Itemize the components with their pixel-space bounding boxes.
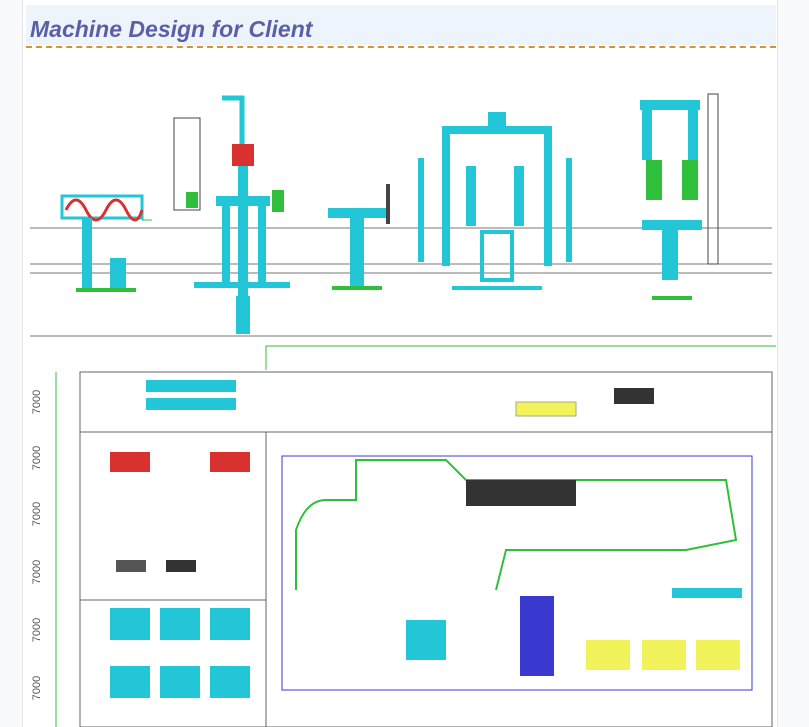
press-machine xyxy=(418,112,572,290)
screw-conveyor-machine xyxy=(60,194,152,292)
factory-floorplan-drawing: 7000 7000 7000 7000 7000 7000 xyxy=(26,340,776,727)
section-title: Machine Design for Client xyxy=(30,16,313,42)
machine-elevation-drawing xyxy=(30,93,772,337)
dimension-label-6: 7000 xyxy=(31,676,43,700)
filling-tower-machine xyxy=(173,95,290,334)
capping-tower-machine xyxy=(640,93,719,300)
dimension-label-3: 7000 xyxy=(31,502,43,526)
dimension-label-4: 7000 xyxy=(31,560,43,584)
dimension-label-2: 7000 xyxy=(31,446,43,470)
dimension-label-1: 7000 xyxy=(31,390,43,414)
stand-machine xyxy=(328,184,390,290)
section-header: Machine Design for Client xyxy=(26,5,776,45)
dimension-label-5: 7000 xyxy=(31,618,43,642)
header-divider xyxy=(26,46,776,48)
